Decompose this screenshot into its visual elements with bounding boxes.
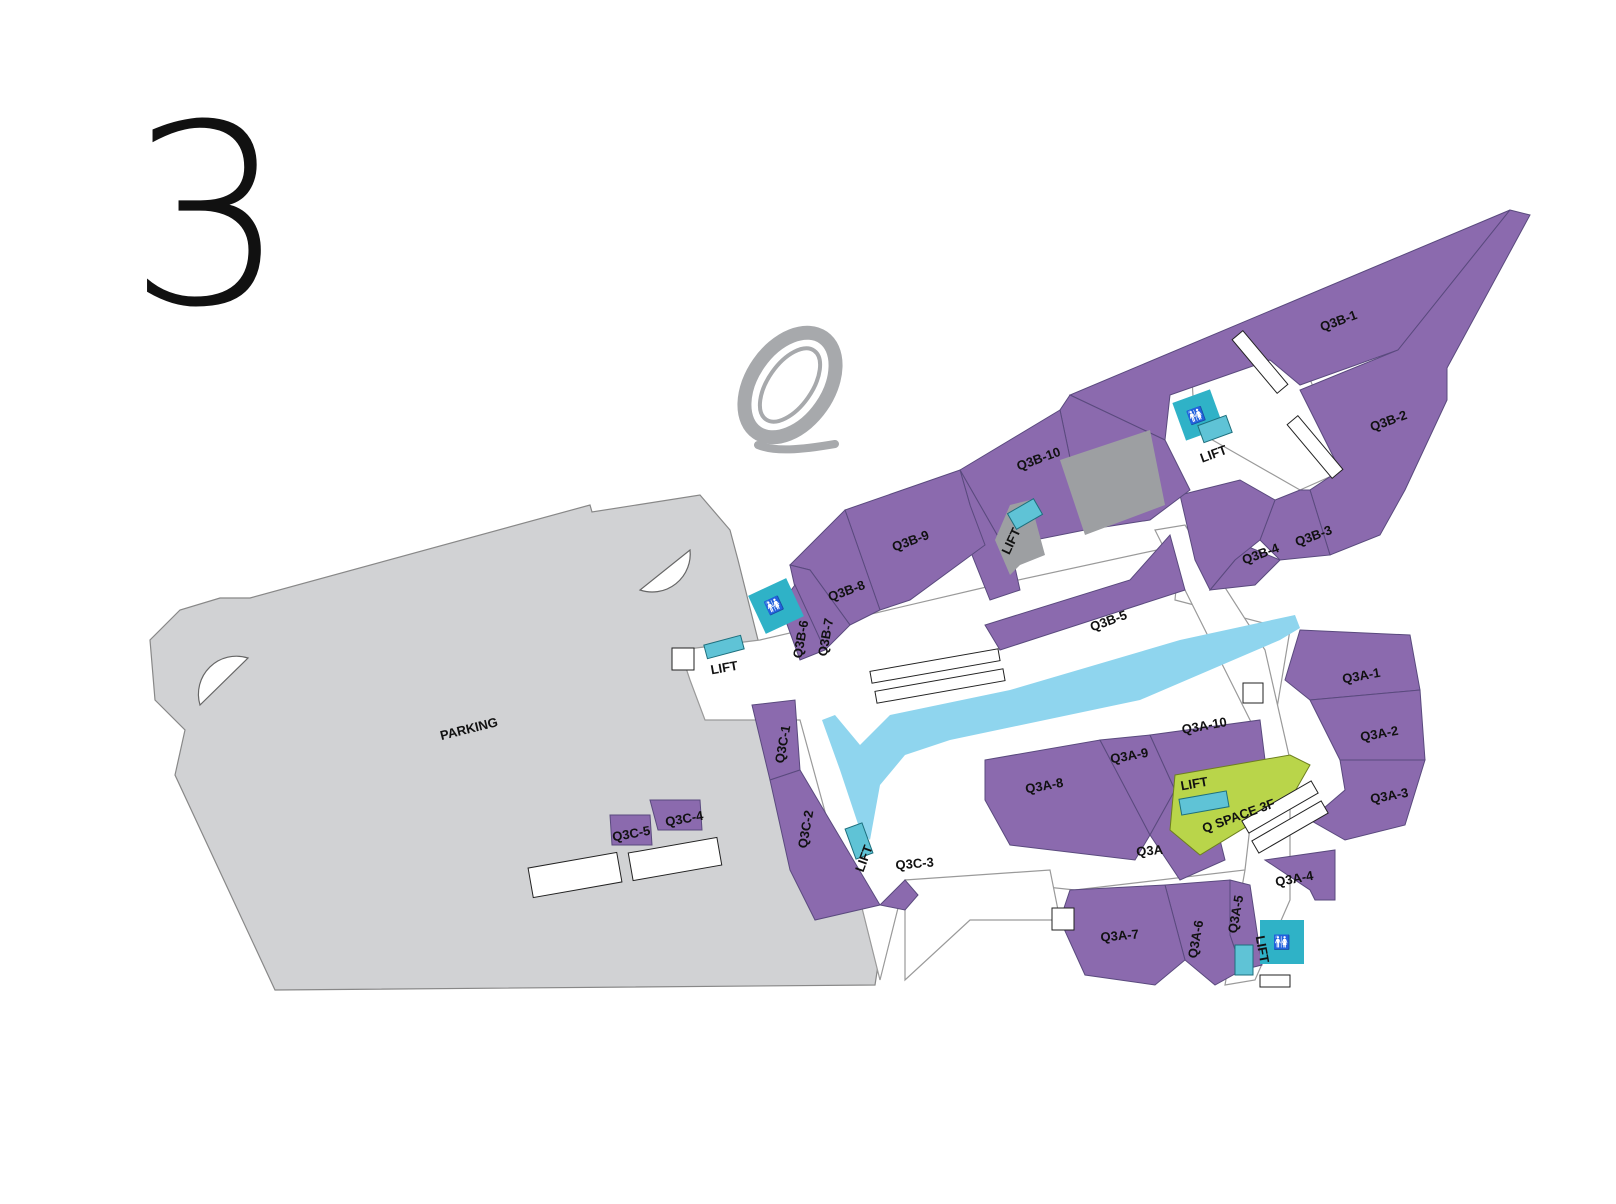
lift-label: LIFT: [1179, 774, 1209, 794]
unit-label: Q3A-7: [1100, 926, 1139, 944]
unit-label: Q3C-1: [772, 724, 793, 764]
lift-label: LIFT: [1253, 934, 1273, 964]
unit-label: Q3A-3: [1369, 785, 1409, 806]
lift-label: LIFT: [1198, 442, 1229, 465]
unit-label: Q3A-9: [1109, 745, 1149, 766]
lift-label: LIFT: [709, 658, 739, 678]
water-feature: [822, 615, 1300, 840]
unit-label: Q3A-2: [1359, 723, 1399, 744]
unit-label: Q3C-4: [664, 808, 705, 830]
escalators: [527, 329, 1344, 988]
unit-label: Q3B-6: [790, 619, 811, 659]
svg-text:🚻: 🚻: [1185, 405, 1207, 427]
q-logo-icon: [737, 325, 843, 454]
escalator-icon: [527, 329, 1344, 899]
unit-label: Q3B-7: [815, 617, 836, 657]
unit-label: Q3A-5: [1225, 894, 1246, 934]
unit-label: Q3A-1: [1341, 665, 1381, 686]
stairs-icon: [671, 647, 1291, 988]
unit-labels: Q3B-1 Q3B-2 Q3B-3 Q3B-4 Q3B-5 Q3B-6 Q3B-…: [611, 307, 1409, 959]
unit-label: Q3C-2: [795, 809, 816, 849]
unit-label: Q3C-5: [611, 823, 651, 844]
restroom-icon: 🚻: [748, 578, 804, 634]
unit-label: Q3A: [1136, 842, 1165, 859]
unit-label: Q3A-6: [1185, 919, 1206, 959]
restroom-icon: 🚻: [1260, 920, 1304, 964]
unit-label: Q3A-4: [1274, 868, 1315, 890]
unit-label: Q3C-3: [895, 854, 934, 872]
unit-label: Q3A-8: [1024, 775, 1064, 796]
svg-text:🚻: 🚻: [1273, 934, 1290, 951]
floor-number: 3: [128, 71, 288, 362]
